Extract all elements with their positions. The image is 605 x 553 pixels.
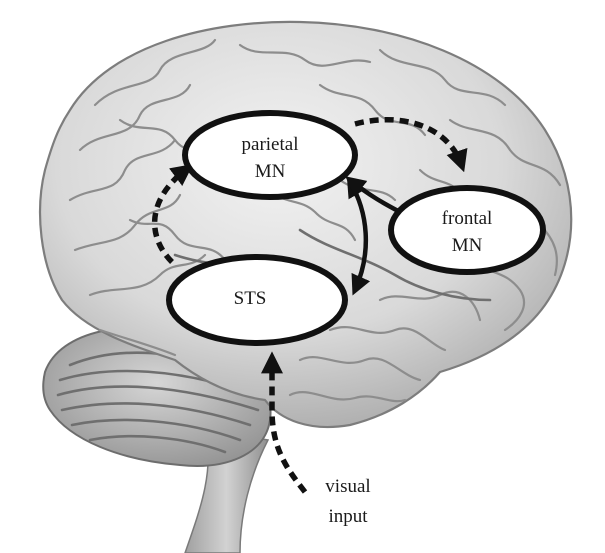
frontal-label-line2: MN [452, 235, 483, 256]
frontal-mn-node [391, 188, 543, 272]
frontal-label-line1: frontal [442, 208, 493, 229]
visual-input-label-line1: visual [325, 476, 370, 497]
sts-label: STS [234, 288, 267, 309]
visual-input-label-line2: input [328, 506, 368, 527]
parietal-label-line1: parietal [242, 134, 299, 155]
parietal-mn-node [185, 113, 355, 197]
parietal-label-line2: MN [255, 161, 286, 182]
